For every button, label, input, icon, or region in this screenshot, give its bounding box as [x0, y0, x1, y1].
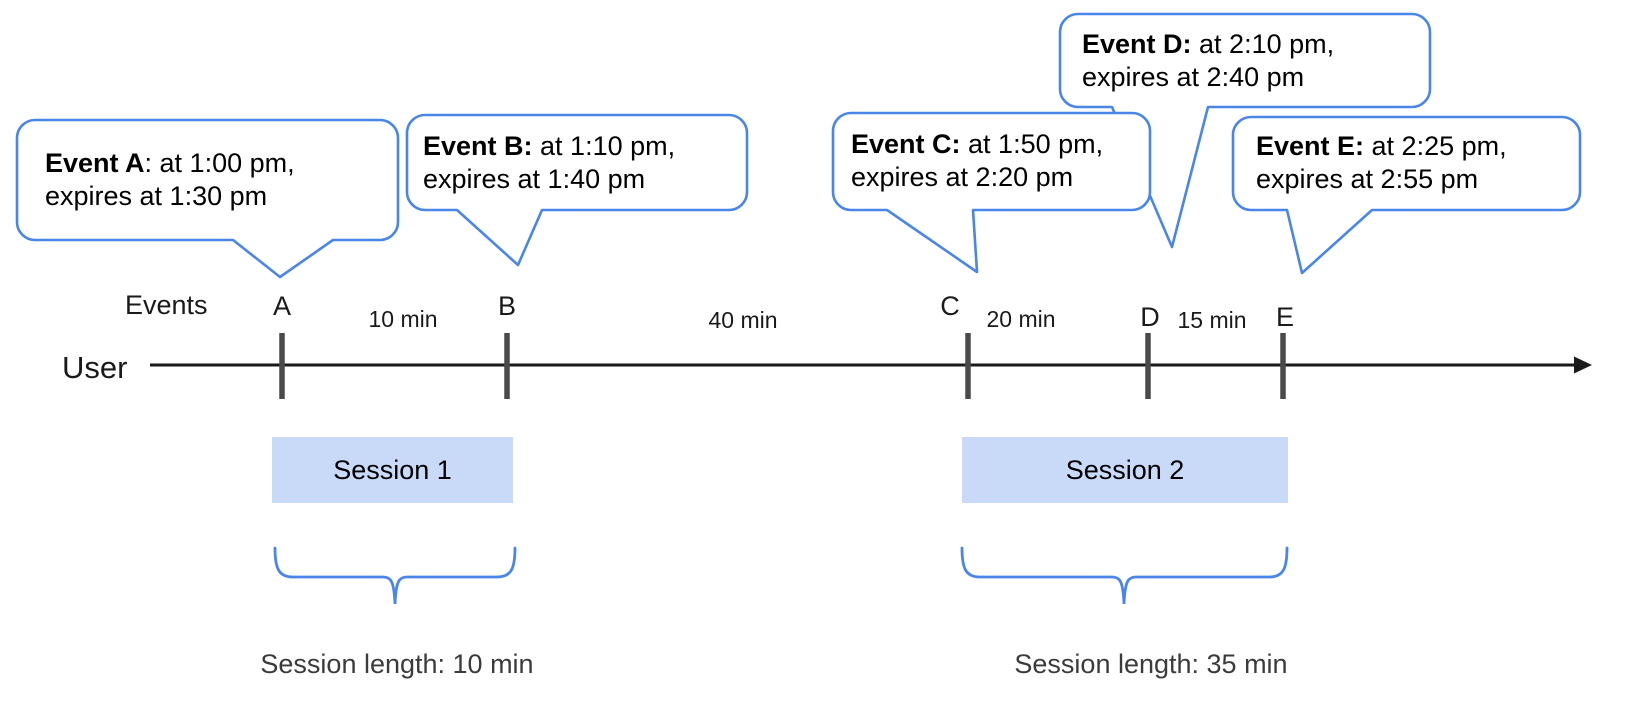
speech-bubble-event-d — [1058, 12, 1432, 249]
session-2-length: Session length: 35 min — [1014, 649, 1288, 679]
event-d-expiry: expires at 2:40 pm — [1082, 62, 1305, 92]
marker-label-b: B — [497, 291, 516, 321]
interval-a-b: 10 min — [368, 306, 438, 332]
marker-label-e: E — [1275, 302, 1294, 332]
brace-session-1 — [273, 546, 517, 605]
event-e-time: at 2:25 pm, — [1364, 131, 1507, 161]
speech-bubble-event-c — [831, 111, 1152, 274]
marker-label-c: C — [940, 291, 960, 321]
event-b-time: at 1:10 pm, — [532, 131, 676, 161]
event-b-expiry: expires at 1:40 pm — [423, 164, 646, 194]
brace-session-2 — [960, 546, 1289, 605]
event-e-expiry: expires at 2:55 pm — [1256, 164, 1479, 194]
bubble-text-event-b: Event B: at 1:10 pm, expires at 1:40 pm — [423, 130, 675, 196]
events-axis-label: Events — [125, 290, 208, 320]
bubble-text-event-d: Event D: at 2:10 pm, expires at 2:40 pm — [1082, 28, 1334, 94]
marker-label-a: A — [272, 291, 291, 321]
bubble-line1: Event C: at 1:50 pm, — [851, 128, 1103, 161]
event-b-name: Event B: — [423, 131, 533, 161]
event-c-time: at 1:50 pm, — [960, 129, 1104, 159]
interval-c-d: 20 min — [986, 306, 1056, 332]
event-d-time: at 2:10 pm, — [1191, 29, 1335, 59]
bubble-line1: Event D: at 2:10 pm, — [1082, 28, 1334, 61]
event-a-name: Event A — [45, 148, 145, 178]
user-axis-label: User — [62, 350, 128, 385]
session-1-label: Session 1 — [333, 454, 452, 485]
event-d-name: Event D: — [1082, 29, 1192, 59]
event-c-name: Event C: — [851, 129, 961, 159]
event-c-expiry: expires at 2:20 pm — [851, 162, 1074, 192]
interval-d-e: 15 min — [1177, 307, 1247, 333]
event-a-expiry: expires at 1:30 pm — [45, 181, 268, 211]
bubble-text-event-e: Event E: at 2:25 pm, expires at 2:55 pm — [1256, 130, 1507, 196]
event-e-name: Event E: — [1256, 131, 1365, 161]
bubble-line1: Event E: at 2:25 pm, — [1256, 130, 1507, 163]
session-1-box: Session 1 — [272, 437, 513, 503]
speech-bubble-event-a — [15, 118, 400, 279]
bubble-text-event-a: Event A: at 1:00 pm, expires at 1:30 pm — [45, 147, 295, 213]
session-2-label: Session 2 — [1065, 454, 1185, 485]
speech-bubble-event-b — [405, 113, 749, 267]
bubble-line1: Event B: at 1:10 pm, — [423, 130, 675, 163]
speech-bubble-event-e — [1231, 115, 1582, 275]
event-a-time: : at 1:00 pm, — [144, 148, 295, 178]
bubble-text-event-c: Event C: at 1:50 pm, expires at 2:20 pm — [851, 128, 1103, 194]
bubble-line1: Event A: at 1:00 pm, — [45, 147, 295, 180]
session-1-length: Session length: 10 min — [260, 649, 534, 679]
arrow-right-icon — [1574, 356, 1592, 374]
interval-b-c: 40 min — [708, 307, 778, 333]
session-2-box: Session 2 — [962, 437, 1288, 503]
marker-label-d: D — [1140, 302, 1160, 332]
